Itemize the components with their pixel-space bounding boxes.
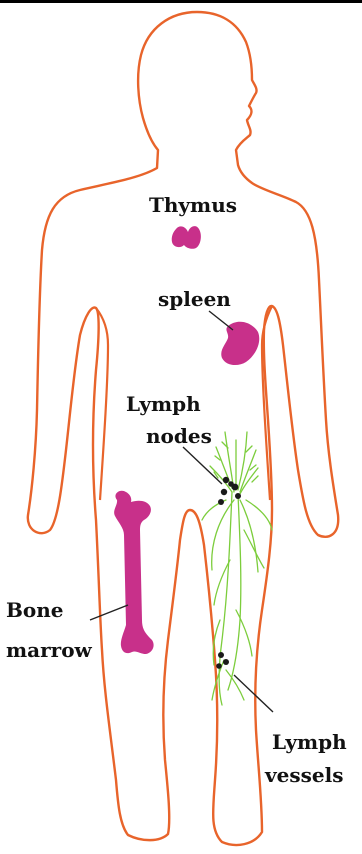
spleen-leader-line <box>209 311 233 330</box>
thymus-label: Thymus <box>149 193 237 217</box>
lymph-vessels-label-line1: Lymph <box>272 730 347 754</box>
thymus-organ <box>172 226 201 249</box>
lymph-vessel-network <box>202 432 272 705</box>
bone-marrow-leader-line <box>90 605 128 620</box>
lymph-nodes-label-line2: nodes <box>146 424 212 448</box>
bone-marrow-label-line2: marrow <box>6 638 93 662</box>
spleen-label: spleen <box>158 287 231 311</box>
lymph-nodes-leader-line <box>183 447 222 484</box>
spleen-organ <box>221 322 259 365</box>
lymph-nodes-label-line1: Lymph <box>126 392 201 416</box>
lymph-vessels-leader-line <box>234 675 273 712</box>
bone-marrow-femur <box>114 491 153 654</box>
bone-marrow-label-line1: Bone <box>6 598 64 622</box>
lymph-vessels-label-line2: vessels <box>264 763 343 787</box>
lymph-nodes-lower <box>216 652 229 669</box>
